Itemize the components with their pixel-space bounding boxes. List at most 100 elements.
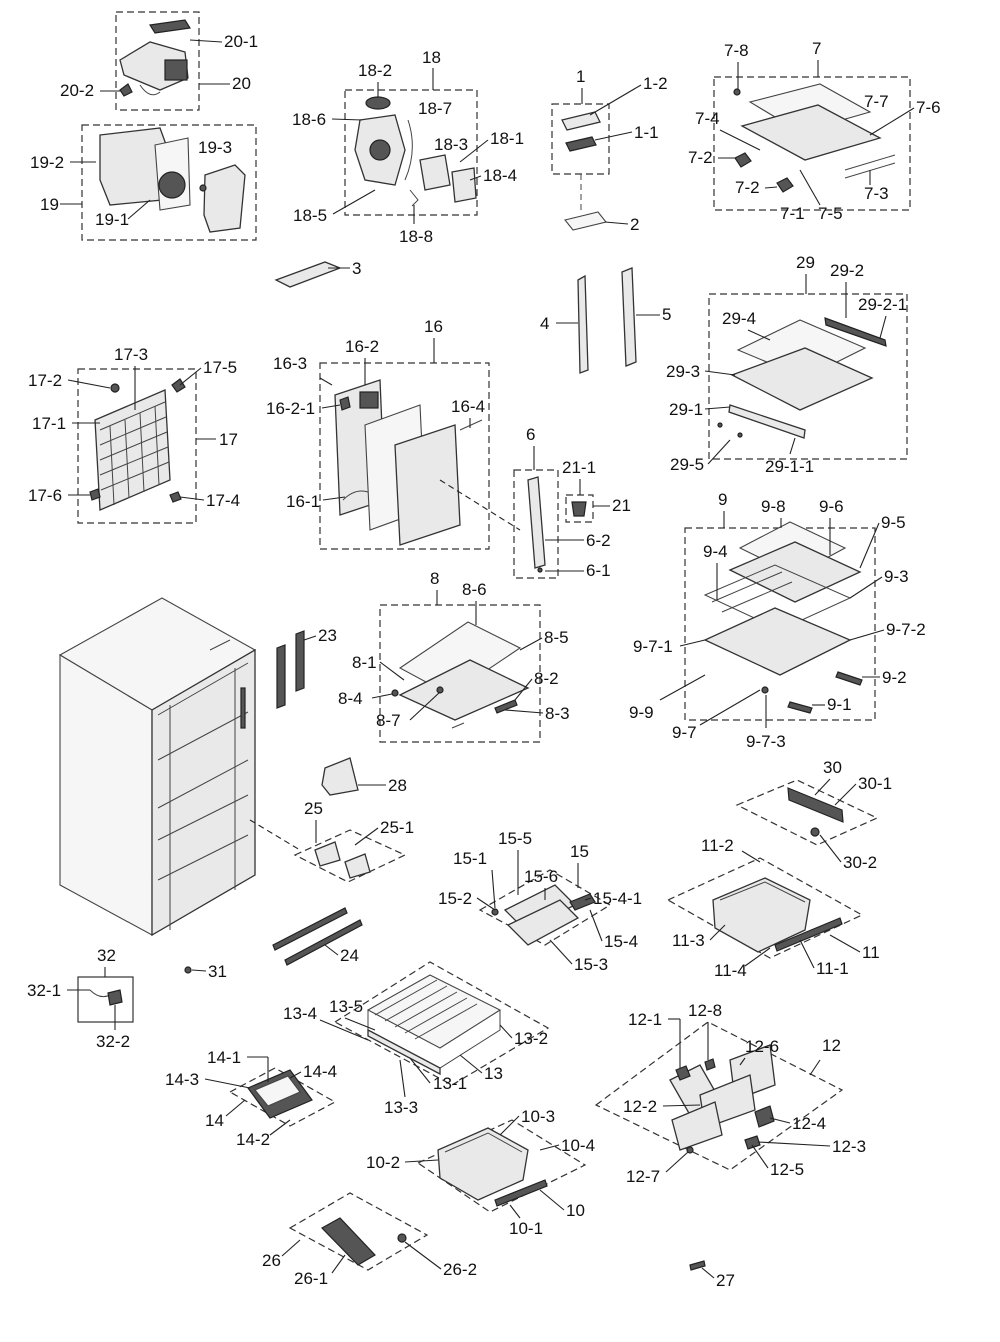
- callout-18-8: 18-8: [399, 227, 433, 246]
- callout-12-8: 12-8: [688, 1001, 722, 1020]
- callout-18-7: 18-7: [418, 99, 452, 118]
- part-group-8: [379, 604, 541, 743]
- callout-9-3: 9-3: [884, 567, 909, 586]
- callout-16-2: 16-2: [345, 337, 379, 356]
- callout-13-5: 13-5: [329, 997, 363, 1016]
- callout-15: 15: [570, 842, 589, 861]
- callout-9: 9: [718, 490, 727, 509]
- callout-16-2-1: 16-2-1: [266, 399, 315, 418]
- part-23: [276, 630, 305, 709]
- callout-7-2a: 7-2: [688, 148, 713, 167]
- callout-16-4: 16-4: [451, 397, 485, 416]
- callout-18-6: 18-6: [292, 110, 326, 129]
- callout-8-4: 8-4: [338, 689, 363, 708]
- callout-7-1: 7-1: [780, 204, 805, 223]
- callout-12-1: 12-1: [628, 1010, 662, 1029]
- callout-29-2: 29-2: [830, 261, 864, 280]
- callout-7-3: 7-3: [864, 184, 889, 203]
- part-group-21: [565, 494, 594, 523]
- part-group-10: [416, 1119, 587, 1213]
- callout-7-5: 7-5: [818, 204, 843, 223]
- callout-9-1: 9-1: [827, 695, 852, 714]
- callout-14-2: 14-2: [236, 1130, 270, 1149]
- callout-30-1: 30-1: [858, 774, 892, 793]
- callout-11-2: 11-2: [701, 836, 734, 855]
- part-27: [689, 1260, 706, 1271]
- part-group-7: [713, 76, 911, 211]
- callout-10-4: 10-4: [561, 1136, 595, 1155]
- callout-29-4: 29-4: [722, 309, 756, 328]
- callout-19-2: 19-2: [30, 153, 64, 172]
- callout-11-4: 11-4: [714, 961, 747, 980]
- callout-1-1: 1-1: [634, 123, 659, 142]
- callout-18-5: 18-5: [293, 206, 327, 225]
- callout-29-1-1: 29-1-1: [765, 457, 814, 476]
- callout-10: 10: [566, 1201, 585, 1220]
- callout-8-5: 8-5: [544, 628, 569, 647]
- part-group-13: [333, 961, 550, 1086]
- part-group-17: [77, 368, 197, 524]
- part-24: [272, 907, 363, 966]
- callout-31: 31: [208, 962, 227, 981]
- callout-6-1: 6-1: [586, 561, 611, 580]
- callout-2: 2: [630, 215, 639, 234]
- part-group-12: [594, 1021, 844, 1171]
- callout-13-1: 13-1: [433, 1074, 467, 1093]
- callout-7-8: 7-8: [724, 41, 749, 60]
- callout-14: 14: [205, 1111, 224, 1130]
- callout-9-7-2: 9-7-2: [886, 620, 926, 639]
- callout-21: 21: [612, 496, 631, 515]
- callout-9-2: 9-2: [882, 668, 907, 687]
- callout-7-7: 7-7: [864, 92, 889, 111]
- callout-23: 23: [318, 626, 337, 645]
- callout-15-4-1: 15-4-1: [593, 889, 642, 908]
- callout-3: 3: [352, 259, 361, 278]
- callout-4: 4: [540, 314, 549, 333]
- callout-29-2-1: 29-2-1: [858, 295, 907, 314]
- callout-8-3: 8-3: [545, 704, 570, 723]
- callout-17: 17: [219, 430, 238, 449]
- callout-24: 24: [340, 946, 359, 965]
- callout-17-1: 17-1: [32, 414, 66, 433]
- callout-8-7: 8-7: [376, 711, 401, 730]
- callout-9-7-1: 9-7-1: [633, 637, 673, 656]
- part-group-25: [293, 829, 407, 883]
- callout-29-5: 29-5: [670, 455, 704, 474]
- callout-10-2: 10-2: [366, 1153, 400, 1172]
- part-group-16: [319, 362, 490, 550]
- callout-32-1: 32-1: [27, 981, 61, 1000]
- callout-25-1: 25-1: [380, 818, 414, 837]
- callout-6: 6: [526, 425, 535, 444]
- callout-28: 28: [388, 776, 407, 795]
- callout-8-1: 8-1: [352, 653, 377, 672]
- callout-25: 25: [304, 799, 323, 818]
- callout-7: 7: [812, 39, 821, 58]
- callout-9-9: 9-9: [629, 703, 654, 722]
- part-group-26: [288, 1192, 429, 1271]
- callout-29-3: 29-3: [666, 362, 700, 381]
- callout-18-1: 18-1: [490, 129, 524, 148]
- callout-21-1: 21-1: [562, 458, 596, 477]
- callout-12-5: 12-5: [770, 1160, 804, 1179]
- callout-12-3: 12-3: [832, 1137, 866, 1156]
- callout-17-4: 17-4: [206, 491, 240, 510]
- part-group-11: [666, 857, 864, 959]
- callout-12-6: 12-6: [745, 1037, 779, 1056]
- part-group-18: [344, 89, 478, 216]
- callout-17-3: 17-3: [114, 345, 148, 364]
- callout-14-4: 14-4: [303, 1062, 337, 1081]
- part-28: [321, 757, 359, 796]
- callout-10-3: 10-3: [521, 1107, 555, 1126]
- part-group-1: [551, 103, 610, 231]
- callout-17-5: 17-5: [203, 358, 237, 377]
- callout-12-2: 12-2: [623, 1097, 657, 1116]
- callout-26: 26: [262, 1251, 281, 1270]
- callout-27: 27: [716, 1271, 735, 1290]
- callout-26-1: 26-1: [294, 1269, 328, 1288]
- callout-32: 32: [97, 946, 116, 965]
- part-31: [184, 966, 192, 974]
- part-group-29: [708, 293, 908, 460]
- part-3: [274, 261, 342, 288]
- callout-20-1: 20-1: [224, 32, 258, 51]
- callout-15-3: 15-3: [574, 955, 608, 974]
